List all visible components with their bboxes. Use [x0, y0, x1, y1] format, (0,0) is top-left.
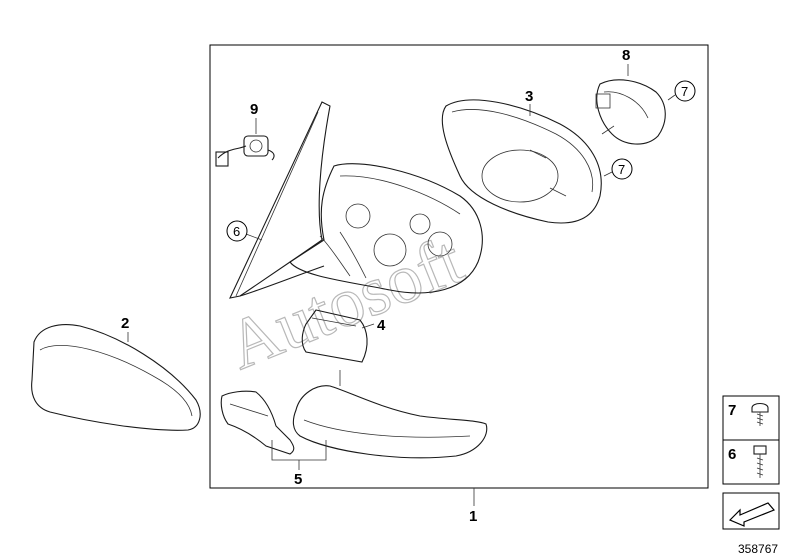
callout-6-circle: 6 — [226, 220, 248, 242]
callout-2: 2 — [121, 315, 129, 332]
callout-4: 4 — [377, 317, 386, 334]
part-5-bracket[interactable] — [220, 390, 295, 455]
turn-signal-lens[interactable] — [292, 385, 488, 459]
callout-9: 9 — [250, 101, 258, 118]
part-4-bracket-cover[interactable] — [301, 309, 368, 363]
part-2-mirror-cap[interactable] — [31, 324, 201, 431]
callout-7b-circle: 7 — [611, 158, 633, 180]
callout-7a-circle: 7 — [674, 80, 696, 102]
bolt-icon — [753, 445, 767, 478]
torx-screw-icon — [751, 402, 769, 426]
leader-7a — [667, 94, 676, 101]
part-9-wiring-connector[interactable] — [215, 135, 275, 167]
svg-text:6: 6 — [233, 224, 240, 239]
leader-6 — [245, 233, 263, 241]
callout-5: 5 — [294, 471, 302, 488]
legend-label-6: 6 — [728, 446, 736, 463]
callout-3: 3 — [525, 88, 533, 105]
fastener-legend: 7 6 — [722, 395, 780, 485]
part-6-mirror-housing[interactable] — [229, 101, 331, 299]
part-3-mirror-glass[interactable] — [441, 99, 602, 224]
callout-8: 8 — [622, 47, 630, 64]
watermark: Autosoft — [217, 221, 474, 384]
leader-7b — [603, 171, 613, 177]
direction-arrow-box — [722, 492, 780, 530]
legend-label-7: 7 — [728, 402, 736, 419]
callout-1: 1 — [469, 508, 477, 525]
part-8-actuator[interactable] — [595, 79, 666, 145]
assembly-frame — [209, 44, 709, 489]
arrow-icon — [728, 502, 776, 527]
leader-4 — [361, 323, 375, 329]
svg-text:7: 7 — [618, 162, 625, 177]
diagram-number: 358767 — [738, 542, 778, 556]
mirror-body[interactable] — [289, 163, 483, 294]
svg-text:7: 7 — [681, 84, 688, 99]
